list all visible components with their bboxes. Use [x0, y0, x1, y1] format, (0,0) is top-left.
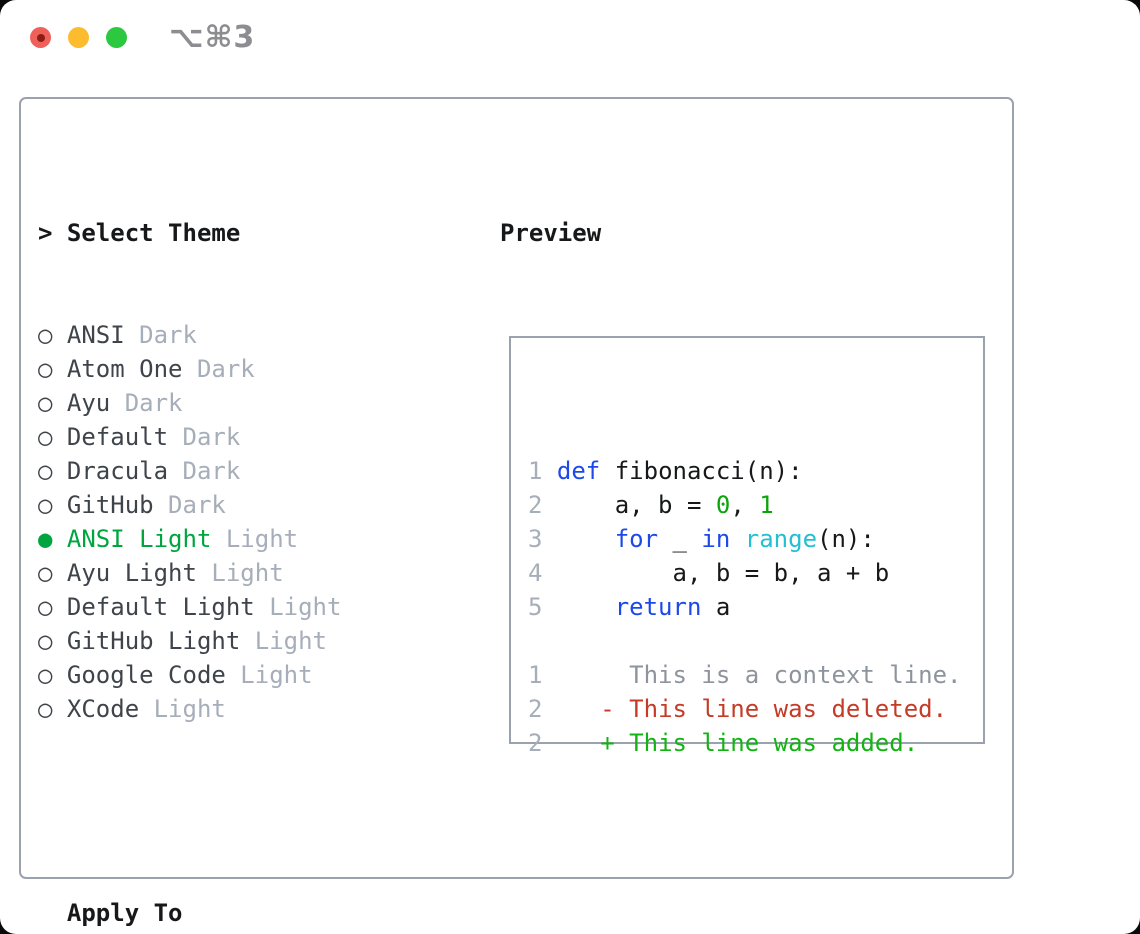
preview-line	[528, 624, 983, 658]
theme-variant-label: Light	[196, 559, 284, 587]
theme-option-default-light[interactable]: ○ Default Light Light	[38, 590, 443, 624]
close-dot-icon	[36, 33, 45, 42]
radio-unselected-icon: ○	[38, 695, 53, 723]
theme-picker-dialog: > Select Theme ○ ANSI Dark○ Atom One Dar…	[19, 97, 1014, 927]
theme-option-ayu[interactable]: ○ Ayu Dark	[38, 386, 443, 420]
theme-name: ANSI Light	[52, 525, 212, 553]
window-controls	[30, 27, 127, 48]
theme-option-ansi[interactable]: ○ ANSI Dark	[38, 318, 443, 352]
theme-name: Dracula	[52, 457, 169, 485]
theme-name: Ayu	[52, 389, 111, 417]
code-lines: 1 def fibonacci(n): 2 a, b = 0, 1 3 for _ …	[528, 454, 983, 760]
radio-selected-icon: ●	[38, 525, 53, 553]
radio-unselected-icon: ○	[38, 355, 53, 383]
theme-variant-label: Dark	[153, 491, 226, 519]
select-theme-header: > Select Theme	[38, 219, 241, 247]
theme-name: Ayu Light	[52, 559, 197, 587]
radio-unselected-icon: ○	[38, 559, 53, 587]
theme-name: Google Code	[52, 661, 226, 689]
titlebar: ⌥⌘3	[0, 0, 1140, 75]
preview-line: 3 for _ in range(n):	[528, 525, 875, 553]
radio-unselected-icon: ○	[38, 491, 53, 519]
zoom-button[interactable]	[106, 27, 127, 48]
theme-option-github-light[interactable]: ○ GitHub Light Light	[38, 624, 443, 658]
theme-name: GitHub	[52, 491, 154, 519]
theme-option-atom-one[interactable]: ○ Atom One Dark	[38, 352, 443, 386]
preview-line: 2 - This line was deleted.	[528, 695, 948, 723]
radio-unselected-icon: ○	[38, 389, 53, 417]
theme-variant-label: Dark	[182, 355, 255, 383]
close-button[interactable]	[30, 27, 51, 48]
theme-variant-label: Light	[254, 593, 342, 621]
theme-variant-label: Dark	[168, 457, 241, 485]
theme-variant-label: Light	[240, 627, 327, 655]
theme-variant-label: Light	[211, 525, 299, 553]
theme-variant-label: Dark	[168, 423, 241, 451]
radio-unselected-icon: ○	[38, 593, 53, 621]
theme-option-xcode[interactable]: ○ XCode Light	[38, 692, 443, 726]
minimize-button[interactable]	[68, 27, 89, 48]
theme-name: ANSI	[52, 321, 125, 349]
preview-line: 5 return a	[528, 593, 731, 621]
theme-option-ansi-light[interactable]: ● ANSI Light Light	[38, 522, 443, 556]
theme-name: GitHub Light	[52, 627, 241, 655]
theme-variant-label: Dark	[110, 389, 183, 417]
theme-option-dracula[interactable]: ○ Dracula Dark	[38, 454, 443, 488]
preview-line: 2 a, b = 0, 1	[528, 491, 774, 519]
theme-name: Default	[52, 423, 169, 451]
preview-line: 1 def fibonacci(n):	[528, 457, 803, 485]
theme-name: XCode	[52, 695, 140, 723]
radio-unselected-icon: ○	[38, 423, 53, 451]
preview-panel: Preview 1 def fibonacci(n): 2 a, b = 0, 1…	[500, 148, 985, 812]
theme-option-ayu-light[interactable]: ○ Ayu Light Light	[38, 556, 443, 590]
tab-shortcut-label: ⌥⌘3	[169, 19, 256, 55]
preview-header: Preview	[500, 219, 602, 247]
theme-variant-label: Light	[139, 695, 226, 723]
theme-panel: > Select Theme ○ ANSI Dark○ Atom One Dar…	[38, 148, 443, 934]
theme-option-google-code[interactable]: ○ Google Code Light	[38, 658, 443, 692]
preview-pane: 1 def fibonacci(n): 2 a, b = 0, 1 3 for _ …	[509, 336, 985, 757]
theme-variant-label: Light	[225, 661, 313, 689]
spacer	[38, 794, 443, 828]
theme-variant-label: Dark	[124, 321, 197, 349]
theme-option-github[interactable]: ○ GitHub Dark	[38, 488, 443, 522]
theme-option-default[interactable]: ○ Default Dark	[38, 420, 443, 454]
theme-list: ○ ANSI Dark○ Atom One Dark○ Ayu Dark○ De…	[38, 318, 443, 726]
preview-line: 1 This is a context line.	[528, 661, 962, 689]
radio-unselected-icon: ○	[38, 661, 53, 689]
apply-to-header: Apply To	[66, 899, 183, 927]
radio-unselected-icon: ○	[38, 627, 53, 655]
theme-name: Atom One	[52, 355, 183, 383]
preview-line: 2 + This line was added.	[528, 729, 919, 757]
radio-unselected-icon: ○	[38, 321, 53, 349]
preview-line: 4 a, b = b, a + b	[528, 559, 890, 587]
theme-name: Default Light	[52, 593, 255, 621]
radio-unselected-icon: ○	[38, 457, 53, 485]
